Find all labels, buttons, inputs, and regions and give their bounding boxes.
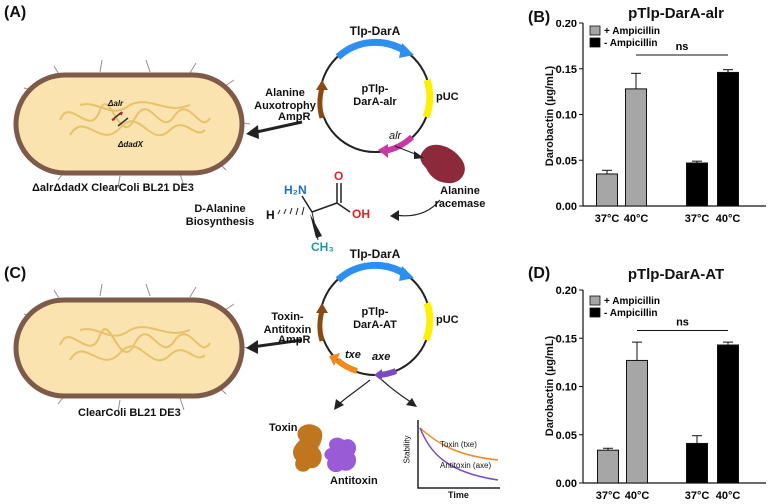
gene-alr: Δalr bbox=[108, 99, 124, 108]
bar bbox=[626, 359, 648, 484]
panel-c-label: (C) bbox=[4, 265, 27, 282]
legend-label: + Ampicillin bbox=[604, 26, 660, 37]
stability-axis-label: Stability bbox=[402, 435, 412, 464]
x-tick-label: 37°C bbox=[685, 490, 710, 502]
chart-d-title: pTlp-DarA-AT bbox=[627, 266, 725, 283]
mol-ch3: CH₃ bbox=[311, 240, 334, 254]
panel-a-label: (A) bbox=[4, 4, 27, 21]
panel-b-label: (B) bbox=[528, 9, 551, 26]
y-tick-label: 0.10 bbox=[556, 382, 577, 394]
ns-label: ns bbox=[676, 41, 689, 53]
toxin-label: Toxin bbox=[269, 422, 298, 434]
plasmid-a-tlp: Tlp-DarA bbox=[349, 24, 401, 38]
y-tick-label: 0.20 bbox=[556, 285, 577, 297]
mol-h: H bbox=[266, 208, 275, 222]
chart-b-title: pTlp-DarA-alr bbox=[628, 5, 724, 22]
x-tick-label: 37°C bbox=[595, 213, 620, 225]
plasmid-a-puc: pUC bbox=[436, 91, 459, 103]
gene-dadx: ΔdadX bbox=[118, 140, 143, 149]
time-axis-label: Time bbox=[448, 490, 469, 500]
legend-swatch bbox=[589, 295, 601, 306]
bar bbox=[625, 88, 647, 207]
legend-label: - Ampicillin bbox=[604, 38, 658, 49]
panel-d-label: (D) bbox=[528, 265, 551, 282]
y-tick-label: 0.20 bbox=[556, 20, 577, 30]
chart-b: 0.00 0.05 0.10 0.15 0.20 37°C 40°C 37°C 40°C ns + … bbox=[556, 20, 766, 225]
chart-d: 0.00 0.05 0.10 0.15 0.20 37°C 40°C 37°C 40°C ns + … bbox=[556, 285, 766, 502]
plasmid-c-puc: pUC bbox=[436, 314, 459, 326]
legend-label: - Ampicillin bbox=[604, 308, 658, 319]
x-tick-label: 40°C bbox=[624, 213, 649, 225]
arrow-a-to-cell bbox=[251, 120, 303, 135]
bar bbox=[596, 173, 618, 207]
antitoxin-blob bbox=[324, 437, 357, 473]
stability-chart bbox=[417, 420, 500, 489]
racemase-blob bbox=[420, 144, 465, 184]
plasmid-a-alr: alr bbox=[389, 130, 402, 142]
plasmid-a-name: pTlp-DarA-alr bbox=[353, 83, 397, 108]
plasmid-c-tlp: Tlp-DarA bbox=[349, 247, 401, 261]
toxin-blob bbox=[293, 424, 323, 472]
plasmid-c-txe: txe bbox=[345, 349, 361, 361]
mol-h2n: H₂N bbox=[284, 183, 307, 197]
bar bbox=[597, 449, 619, 484]
y-tick-label: 0.15 bbox=[556, 64, 577, 76]
legend-swatch bbox=[589, 37, 601, 48]
legend-label: + Ampicillin bbox=[604, 296, 660, 307]
plasmid-c-axe: axe bbox=[372, 351, 391, 363]
y-tick-label: 0.00 bbox=[556, 201, 577, 213]
plasmid-a-amp: AmpR bbox=[278, 111, 311, 123]
y-tick-label: 0.00 bbox=[556, 478, 577, 490]
cell-a bbox=[13, 59, 251, 189]
antitoxin-curve-label: Antitoxin (axe) bbox=[440, 461, 492, 470]
bar bbox=[717, 344, 739, 484]
alanine-structure bbox=[301, 183, 351, 241]
y-tick-label: 0.15 bbox=[556, 333, 577, 345]
toxin-curve-label: Toxin (txe) bbox=[440, 440, 477, 449]
plasmid-c bbox=[316, 261, 434, 381]
arrow-c-to-cell bbox=[251, 338, 303, 349]
plasmid-a bbox=[316, 38, 434, 158]
mol-oh: OH bbox=[352, 207, 370, 221]
bar bbox=[686, 442, 708, 484]
x-tick-label: 40°C bbox=[716, 490, 741, 502]
x-tick-label: 37°C bbox=[685, 213, 710, 225]
x-tick-label: 37°C bbox=[596, 490, 621, 502]
cell-c bbox=[13, 283, 251, 413]
bar bbox=[686, 162, 708, 207]
x-tick-label: 40°C bbox=[625, 490, 650, 502]
mol-o: O bbox=[334, 169, 344, 183]
y-tick-label: 0.10 bbox=[556, 110, 577, 122]
strain-a: ΔalrΔdadX ClearColi BL21 DE3 bbox=[32, 182, 194, 194]
x-tick-label: 40°C bbox=[716, 213, 741, 225]
plasmid-c-amp: AmpR bbox=[278, 334, 311, 346]
ns-label: ns bbox=[676, 317, 689, 329]
arrow-label-c: Toxin-Antitoxin bbox=[263, 311, 312, 336]
y-tick-label: 0.05 bbox=[556, 155, 577, 167]
legend-swatch bbox=[589, 307, 601, 318]
legend-swatch bbox=[589, 25, 601, 36]
strain-c: ClearColi BL21 DE3 bbox=[78, 407, 181, 419]
bar bbox=[717, 71, 739, 207]
antitoxin-label: Antitoxin bbox=[330, 475, 378, 487]
plasmid-c-name: pTlp-DarA-AT bbox=[353, 306, 397, 331]
y-tick-label: 0.05 bbox=[556, 430, 577, 442]
